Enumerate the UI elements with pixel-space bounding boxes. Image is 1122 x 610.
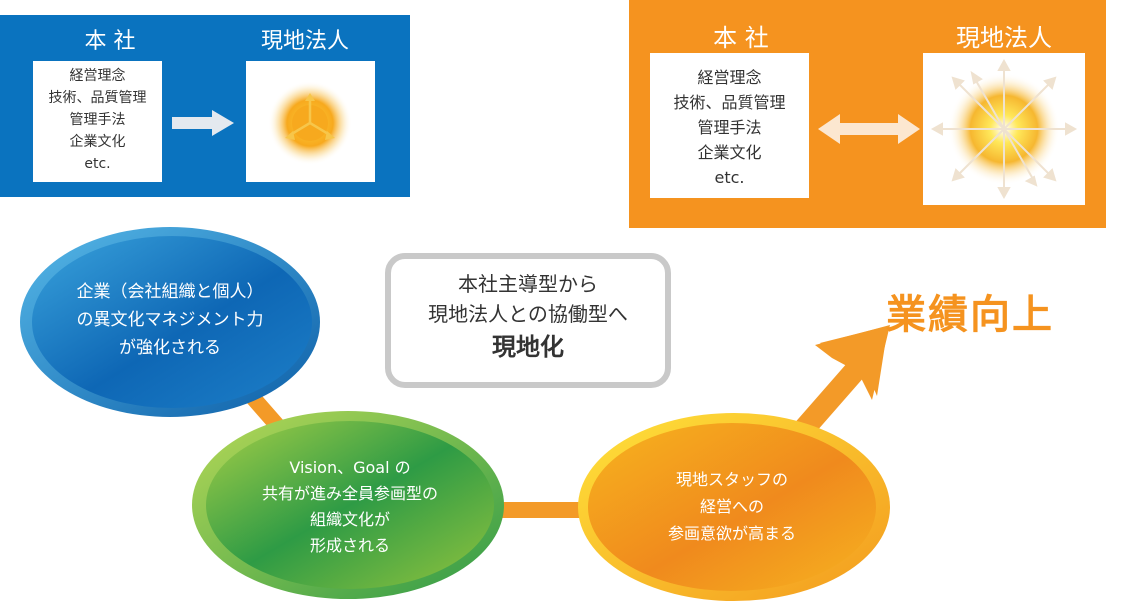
ellipse-green-text: Vision、Goal の 共有が進み全員参画型の 組織文化が 形成される (200, 455, 500, 559)
callout-line: 現地法人との協働型へ (428, 302, 628, 326)
local-entity-box (923, 53, 1085, 205)
hq-item: 経営理念 (69, 68, 126, 84)
hq-item: 技術、品質管理 (48, 90, 147, 106)
ellipse-line: 組織文化が (309, 510, 390, 529)
localization-callout: 本社主導型から 現地法人との協働型へ 現地化 (385, 253, 671, 388)
ellipse-yellow-text: 現地スタッフの 経営への 参画意欲が高まる (590, 466, 874, 547)
ellipse-blue (20, 227, 320, 417)
hq-title: 本 社 (84, 29, 136, 54)
ellipse-line: Vision、Goal の (289, 458, 411, 477)
hq-items-box: 経営理念 技術、品質管理 管理手法 企業文化 etc. (650, 53, 809, 198)
radiant-sun-icon (930, 58, 1078, 200)
hq-item: 技術、品質管理 (673, 93, 786, 112)
hq-items-box: 経営理念 技術、品質管理 管理手法 企業文化 etc. (33, 61, 162, 182)
ellipse-yellow (578, 413, 890, 601)
ellipse-line: 企業（会社組織と個人） (76, 282, 264, 302)
ellipse-line: 参画意欲が高まる (667, 524, 796, 543)
hq-item: 経営理念 (697, 68, 762, 87)
ellipse-line: が強化される (119, 338, 221, 358)
hq-led-panel: 本 社 現地法人 経営理念 技術、品質管理 管理手法 企業文化 etc. (0, 15, 410, 197)
callout-emphasis: 現地化 (492, 333, 564, 361)
hq-item: etc. (714, 168, 745, 187)
local-title: 現地法人 (956, 24, 1052, 52)
ellipse-line: 共有が進み全員参画型の (261, 484, 438, 503)
local-title: 現地法人 (260, 29, 349, 54)
small-sun-icon (268, 81, 352, 165)
hq-item: 管理手法 (69, 112, 126, 128)
callout-line: 本社主導型から (458, 272, 598, 296)
ellipse-line: 形成される (309, 536, 390, 555)
two-way-arrow-icon (818, 114, 920, 144)
local-entity-box (246, 61, 375, 182)
ellipse-blue-text: 企業（会社組織と個人） の異文化マネジメント力 が強化される (32, 278, 308, 362)
performance-improvement-label: 業績向上 (886, 292, 1054, 338)
hq-item: 企業文化 (69, 134, 126, 150)
ellipse-line: 現地スタッフの (675, 470, 788, 489)
ellipse-green (192, 411, 504, 599)
hq-item: etc. (84, 156, 111, 172)
hq-title: 本 社 (713, 24, 769, 52)
ellipse-line: 経営への (699, 497, 764, 516)
hq-item: 企業文化 (697, 143, 762, 162)
collaborative-panel: 本 社 現地法人 経営理念 技術、品質管理 管理手法 企業文化 etc. (629, 0, 1106, 228)
ellipse-line: の異文化マネジメント力 (76, 310, 264, 330)
hq-item: 管理手法 (697, 118, 762, 137)
one-way-arrow-icon (172, 110, 234, 136)
